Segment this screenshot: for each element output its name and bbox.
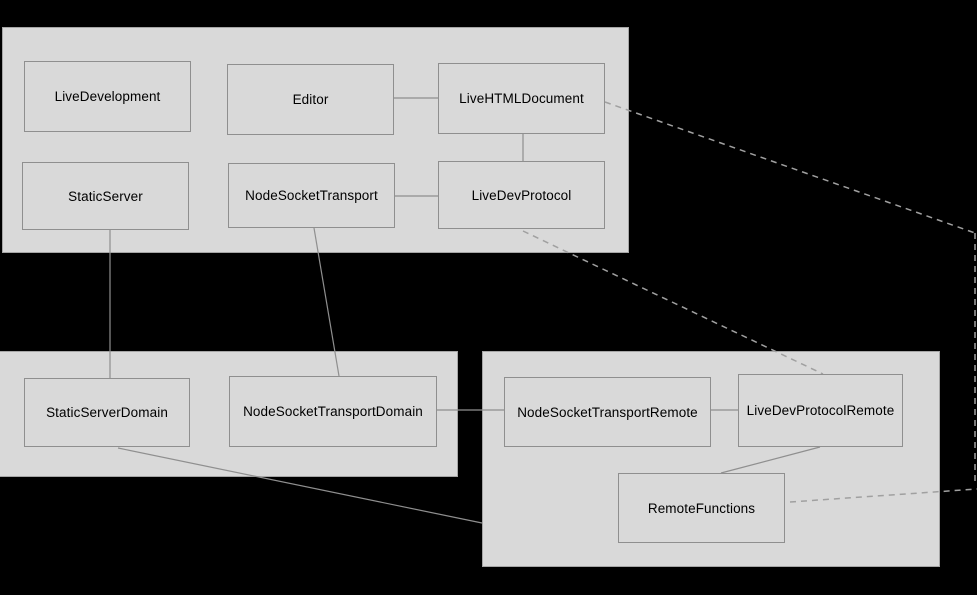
node-nodesockettransportdomain-label: NodeSocketTransportDomain [243,404,423,419]
node-nodesockettransportremote[interactable]: NodeSocketTransportRemote [504,377,711,447]
node-nodesockettransport[interactable]: NodeSocketTransport [228,163,395,228]
node-livedevprotocolremote-label: LiveDevProtocolRemote [746,403,895,418]
node-staticserver[interactable]: StaticServer [22,162,189,230]
node-remotefunctions-label: RemoteFunctions [647,500,756,516]
node-editor-label: Editor [292,92,329,107]
node-livedevelopment[interactable]: LiveDevelopment [24,61,191,132]
node-livedevelopment-label: LiveDevelopment [54,89,161,104]
node-remotefunctions[interactable]: RemoteFunctions [618,473,785,543]
node-livedevprotocolremote[interactable]: LiveDevProtocolRemote [738,374,903,447]
node-livedevprotocol-label: LiveDevProtocol [471,187,572,203]
node-livedevprotocol[interactable]: LiveDevProtocol [438,161,605,229]
node-livehtmldocument[interactable]: LiveHTMLDocument [438,63,605,134]
node-staticserver-label: StaticServer [68,188,143,204]
node-staticserverdomain-label: StaticServerDomain [46,405,168,420]
edge-livehtmldocument-browser-dashed [604,101,976,234]
node-staticserverdomain[interactable]: StaticServerDomain [24,378,190,447]
node-livehtmldocument-label: LiveHTMLDocument [459,91,584,106]
node-nodesockettransportremote-label: NodeSocketTransportRemote [517,404,698,420]
node-nodesockettransport-label: NodeSocketTransport [245,188,378,203]
node-nodesockettransportdomain[interactable]: NodeSocketTransportDomain [229,376,437,447]
node-editor[interactable]: Editor [227,64,394,135]
